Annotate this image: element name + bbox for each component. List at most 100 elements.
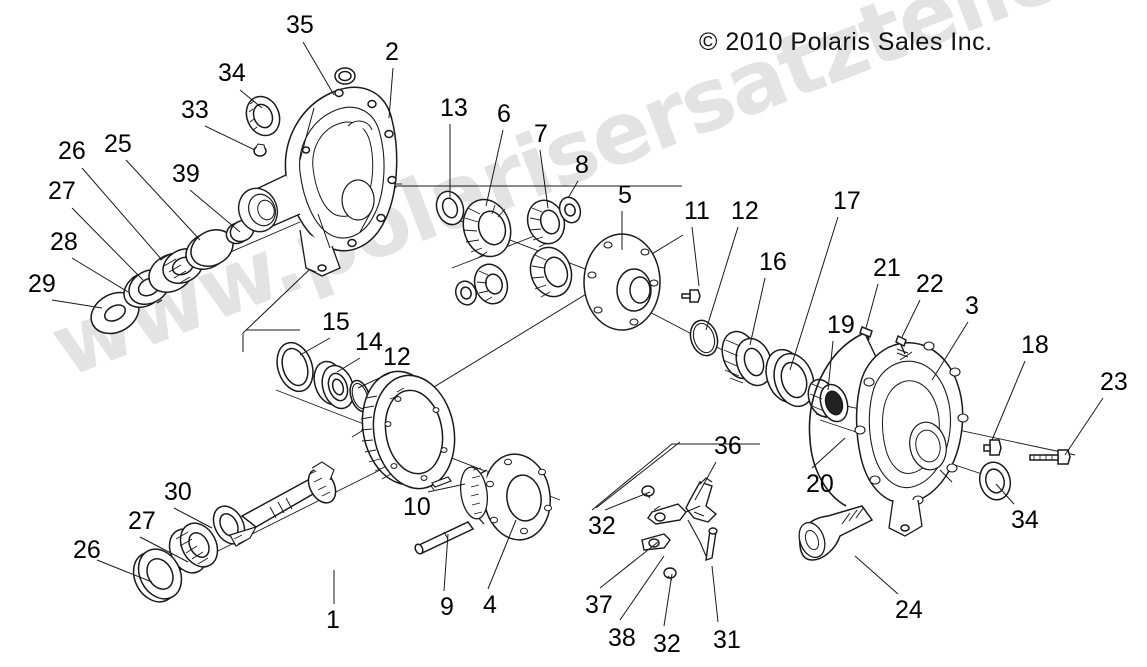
leader-line-34 [995,483,1015,505]
leader-line-16 [749,277,766,346]
leader-line-6 [485,129,504,207]
callout-2[interactable]: 2 [385,38,399,66]
leader-line-38 [619,555,665,621]
leader-line-34 [239,89,263,109]
callout-15[interactable]: 15 [322,308,350,336]
callout-23[interactable]: 23 [1100,368,1128,396]
part-19-coupler [807,378,849,423]
part-1-ring-gear [360,370,456,490]
leader-line-26 [96,559,153,583]
ring-gear-group [132,341,552,603]
part-23-bolt [1029,449,1071,465]
part-31-rod [705,527,718,562]
callout-30[interactable]: 30 [164,478,192,506]
part-34a-seal [245,95,281,137]
differential-internals-group [435,190,849,423]
callout-17[interactable]: 17 [833,187,861,215]
callout-26[interactable]: 26 [73,536,101,564]
callout-25[interactable]: 25 [104,130,132,158]
part-34b-seal [978,461,1012,501]
callout-34[interactable]: 34 [218,59,246,87]
callout-leader-lines [51,41,1104,627]
callout-5[interactable]: 5 [618,181,632,209]
part-3-cover [854,341,969,537]
callout-16[interactable]: 16 [759,248,787,276]
leader-line-24 [854,555,899,595]
right-housing-group [798,326,1071,561]
part-38-lever [641,533,671,551]
part-7-pinion-gear [526,199,566,248]
shift-linkage-group [641,477,718,581]
callout-38[interactable]: 38 [608,624,636,652]
callout-33[interactable]: 33 [181,96,209,124]
part-32a-clip [641,485,655,499]
part-18-bolt [983,439,1002,456]
callout-3[interactable]: 3 [965,292,979,320]
callout-26[interactable]: 26 [58,137,86,165]
leader-line-4 [487,519,517,590]
leader-line-32 [663,573,673,627]
callout-18[interactable]: 18 [1021,331,1049,359]
part-22-screw [895,334,909,358]
callout-34[interactable]: 34 [1011,506,1039,534]
callout-6[interactable]: 6 [497,100,511,128]
leader-line-9 [443,533,449,592]
callout-28[interactable]: 28 [50,228,78,256]
part-13-thrust-washer [435,190,465,226]
leader-line-37 [599,541,659,589]
callout-22[interactable]: 22 [916,270,944,298]
part-21-screw [859,326,877,358]
callout-12[interactable]: 12 [383,343,411,371]
part-27b-bearing [168,522,219,574]
callout-21[interactable]: 21 [873,254,901,282]
part-36-shift-fork [685,477,718,523]
part-11-bolt [681,289,701,303]
left-housing-group [90,67,398,335]
part-26-washer [185,229,234,270]
leader-line-27 [71,207,144,281]
callout-36[interactable]: 36 [714,432,742,460]
callout-4[interactable]: 4 [483,591,497,619]
callout-35[interactable]: 35 [286,11,314,39]
leader-line-35 [302,41,335,96]
callout-31[interactable]: 31 [713,626,741,654]
part-33-plug [253,143,267,157]
leader-line-19 [827,340,834,391]
part-26b-seal [132,548,183,603]
callout-13[interactable]: 13 [440,94,468,122]
callout-27[interactable]: 27 [48,177,76,205]
callout-9[interactable]: 9 [440,593,454,621]
part-16-bearing [721,330,773,387]
callout-10[interactable]: 10 [403,493,431,521]
callout-29[interactable]: 29 [28,270,56,298]
callout-19[interactable]: 19 [827,311,855,339]
callout-32[interactable]: 32 [653,630,681,658]
callout-8[interactable]: 8 [575,151,589,179]
part-12b-oring [689,319,719,357]
leader-line-3 [931,321,969,381]
part-32b-clip [663,567,677,581]
callout-7[interactable]: 7 [534,120,548,148]
callout-12[interactable]: 12 [731,197,759,225]
callout-1[interactable]: 1 [326,606,340,634]
part-15-shim [276,341,314,393]
leader-line-14 [336,357,361,373]
leader-line-12 [357,372,391,389]
callout-14[interactable]: 14 [355,328,383,356]
leader-line-18 [991,360,1026,441]
leader-line-15 [299,337,331,356]
leader-line-23 [1064,397,1104,456]
callout-39[interactable]: 39 [172,160,200,188]
leader-line-31 [711,565,719,623]
callout-32[interactable]: 32 [588,512,616,540]
part-17-race [765,348,815,408]
callout-37[interactable]: 37 [585,591,613,619]
callout-24[interactable]: 24 [895,596,923,624]
leader-line-30 [173,507,213,529]
leader-line-2 [388,67,394,119]
callout-11[interactable]: 11 [684,197,710,225]
callout-27[interactable]: 27 [128,507,156,535]
callout-20[interactable]: 20 [806,470,834,498]
